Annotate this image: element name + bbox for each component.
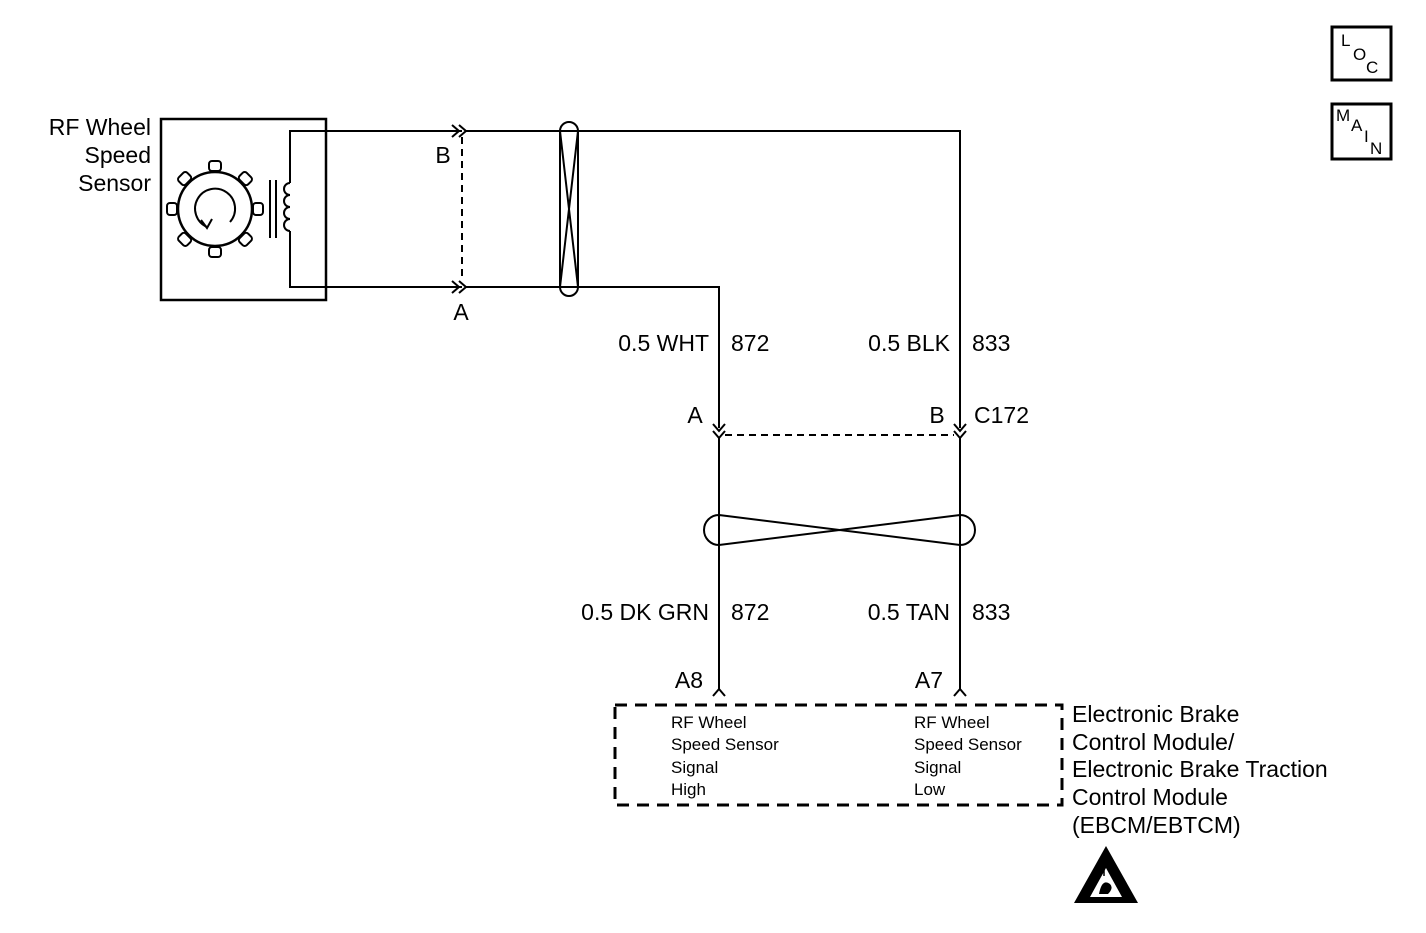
sensor-name-line-3: Sensor (78, 170, 151, 196)
sensor-connector: B A (326, 124, 469, 325)
main-letter-n: N (1370, 139, 1382, 158)
loc-letter-o: O (1353, 45, 1366, 64)
loc-button[interactable]: L O C (1330, 25, 1393, 82)
wire-872-lower-color: 0.5 DK GRN (581, 599, 709, 625)
wire-833-lower-color: 0.5 TAN (868, 599, 950, 625)
signal-high-line-4: High (671, 780, 706, 799)
tone-wheel-icon (166, 160, 264, 258)
wire-833-upper-circuit: 833 (972, 330, 1010, 356)
main-button[interactable]: M A I N (1330, 102, 1393, 161)
module-outline (613, 703, 1064, 807)
sensor-pin-a-label: A (453, 299, 469, 325)
connector-c172: A B C172 (687, 402, 1029, 440)
module-pin-a8-label: A8 (675, 667, 703, 693)
loc-letter-l: L (1341, 31, 1350, 50)
module-name-line-2: Control Module/ (1072, 729, 1235, 755)
wire-833-lower-circuit: 833 (972, 599, 1010, 625)
wire-872-lower-circuit: 872 (731, 599, 769, 625)
twisted-pair-symbol-lower (718, 513, 961, 547)
ebcm-module: A8 A7 RF Wheel Speed Sensor Signal High … (613, 667, 1328, 838)
c172-pin-b-label: B (929, 402, 944, 428)
signal-low-line-3: Signal (914, 758, 961, 777)
module-name-line-3: Electronic Brake Traction (1072, 756, 1328, 782)
signal-low-line-1: RF Wheel (914, 713, 990, 732)
main-letter-m: M (1336, 106, 1350, 125)
sensor-pin-b-label: B (435, 142, 450, 168)
esd-warning-icon (1074, 846, 1138, 903)
signal-low-line-2: Speed Sensor (914, 735, 1022, 754)
sensor-name-line-1: RF Wheel (49, 114, 151, 140)
wire-833-upper (466, 130, 961, 428)
lower-wire-harness: 0.5 DK GRN 872 0.5 TAN 833 (581, 438, 1010, 690)
wire-872-upper-color: 0.5 WHT (618, 330, 709, 356)
sensor-housing (159, 117, 328, 302)
module-pin-a7-label: A7 (915, 667, 943, 693)
module-name-line-4: Control Module (1072, 784, 1228, 810)
wire-872-upper (466, 286, 720, 428)
loc-letter-c: C (1366, 58, 1378, 77)
main-letter-i: I (1364, 127, 1369, 146)
signal-high-line-2: Speed Sensor (671, 735, 779, 754)
c172-connector-id: C172 (974, 402, 1029, 428)
upper-wire-harness: 0.5 WHT 872 0.5 BLK 833 (466, 121, 1010, 428)
module-name-line-1: Electronic Brake (1072, 701, 1239, 727)
main-letter-a: A (1351, 116, 1363, 135)
coil-icon (269, 130, 326, 288)
signal-low-line-4: Low (914, 780, 946, 799)
signal-high-line-3: Signal (671, 758, 718, 777)
rf-wheel-speed-sensor: RF Wheel Speed Sensor (49, 114, 328, 302)
module-name-line-5: (EBCM/EBTCM) (1072, 812, 1241, 838)
c172-pin-a-label: A (687, 402, 703, 428)
signal-high-line-1: RF Wheel (671, 713, 747, 732)
wire-833-upper-color: 0.5 BLK (868, 330, 950, 356)
sensor-name-line-2: Speed (84, 142, 151, 168)
wire-872-upper-circuit: 872 (731, 330, 769, 356)
twisted-pair-symbol-upper (558, 130, 580, 288)
